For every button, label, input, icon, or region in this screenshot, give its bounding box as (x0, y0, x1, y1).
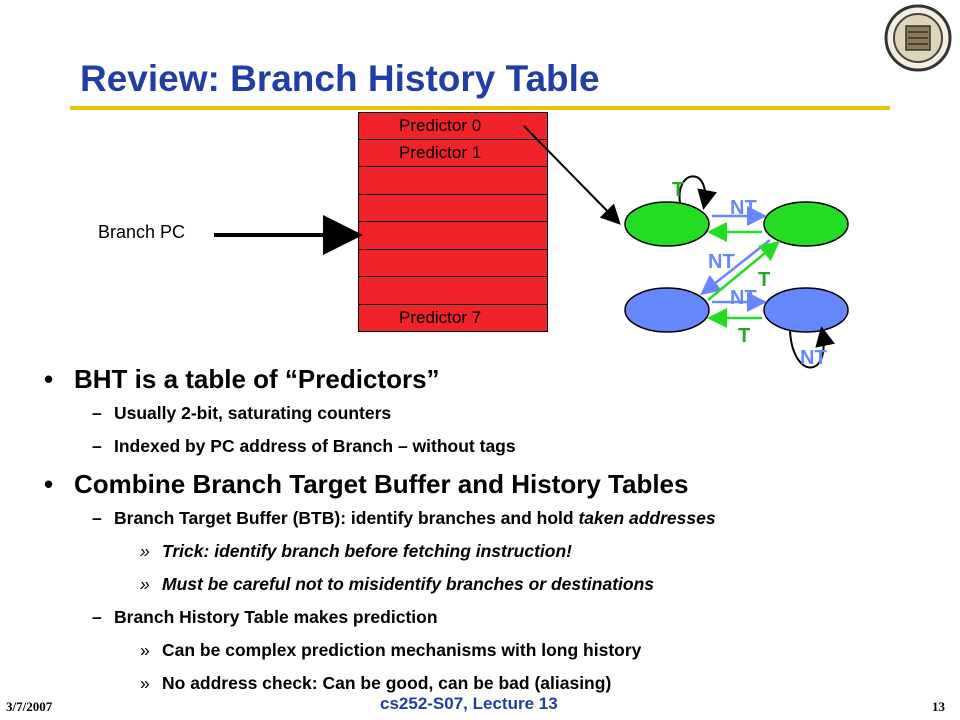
branch-pc-label: Branch PC (98, 222, 186, 242)
label-nt-mid: NT (708, 251, 735, 273)
bullet-level1: Combine Branch Target Buffer and History… (44, 469, 944, 500)
predictor-row (358, 167, 548, 195)
predictor-row: Predictor 0 (358, 112, 548, 140)
label-t-low: T (738, 325, 750, 347)
edge-t-diag (707, 240, 780, 301)
state-weak-not-taken (624, 287, 710, 333)
label-nt-top: NT (730, 197, 757, 219)
bullet-level2: Branch History Table makes prediction (44, 607, 944, 628)
title-underline (70, 106, 890, 110)
footer-date: 3/7/2007 (6, 699, 53, 714)
predictor-row: Predictor 1 (358, 139, 548, 167)
predictor-row (358, 222, 548, 250)
university-seal-icon (884, 4, 952, 72)
predictor-row (358, 194, 548, 222)
bullet-level2: Branch Target Buffer (BTB): identify bra… (44, 508, 944, 529)
bullet-list: BHT is a table of “Predictors” Usually 2… (44, 364, 944, 706)
predictor-row (358, 277, 548, 305)
btb-text: Branch Target Buffer (BTB): identify bra… (114, 508, 579, 528)
edge-nt-diag (700, 239, 771, 296)
state-strong-not-taken (763, 287, 849, 333)
bullet-level3: Trick: identify branch before fetching i… (44, 541, 944, 562)
self-loop-not-taken (789, 326, 835, 369)
slide-title: Review: Branch History Table (80, 58, 600, 99)
branch-history-table: Predictor 0 Predictor 1 Predictor 7 (358, 112, 548, 332)
bullet-level3: Must be careful not to misidentify branc… (44, 574, 944, 595)
bullet-level1: BHT is a table of “Predictors” (44, 364, 944, 395)
label-t-mid: T (758, 269, 770, 291)
state-weak-taken (763, 201, 849, 247)
bullet-level2: Usually 2-bit, saturating counters (44, 403, 944, 424)
footer-page-number: 13 (932, 699, 945, 714)
bullet-level2: Indexed by PC address of Branch – withou… (44, 436, 944, 457)
label-t-self: T (672, 179, 684, 201)
predictor-row: Predictor 7 (358, 304, 548, 332)
state-strong-taken (624, 201, 710, 247)
self-loop-taken (678, 175, 717, 210)
bullet-level3: No address check: Can be good, can be ba… (44, 673, 944, 694)
footer-course: cs252-S07, Lecture 13 (380, 694, 558, 713)
predictor-row (358, 249, 548, 277)
label-nt-low: NT (730, 287, 757, 309)
bullet-level3: Can be complex prediction mechanisms wit… (44, 640, 944, 661)
btb-italic-text: taken addresses (578, 508, 716, 528)
